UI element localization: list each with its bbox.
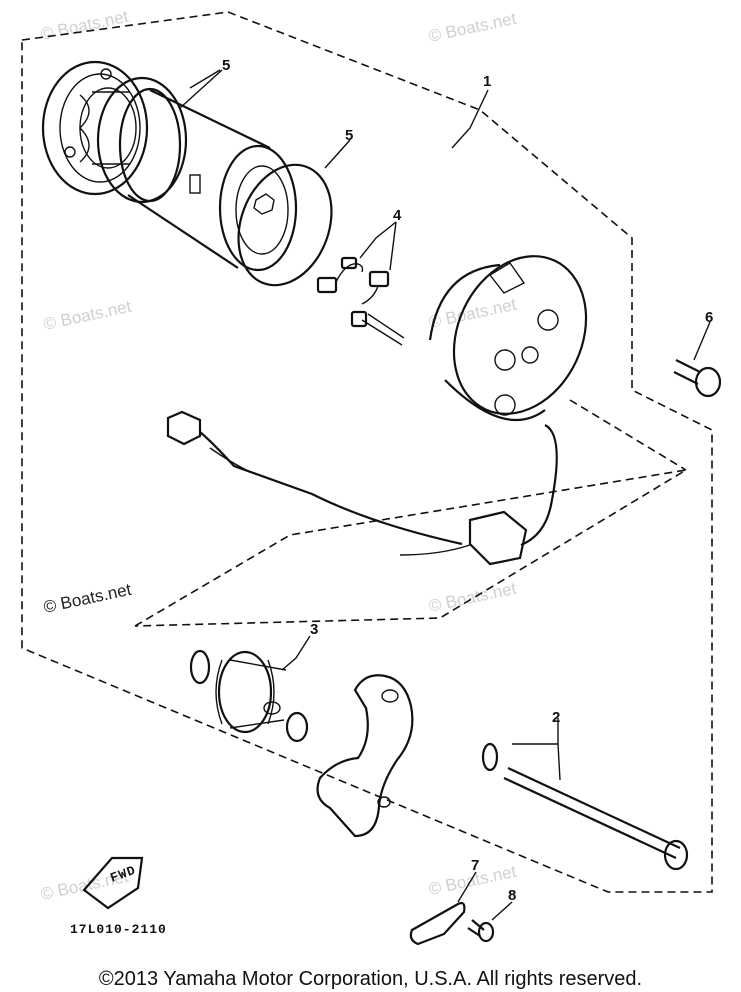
watermark-1: © Boats.net	[39, 7, 130, 44]
callout-3: 3	[310, 621, 318, 638]
callout-6: 6	[705, 309, 713, 326]
idle-gear	[189, 649, 309, 743]
callout-5b: 5	[345, 127, 353, 144]
rear-cover	[428, 255, 588, 422]
o-ring-5a	[96, 76, 188, 204]
screw-8	[467, 919, 495, 943]
o-ring-5b	[237, 163, 333, 287]
gear-bracket	[316, 674, 414, 838]
callout-1: 1	[483, 73, 491, 90]
watermark-5: © Boats.net	[42, 580, 133, 617]
plate-7	[409, 901, 466, 946]
watermark-4: © Boats.net	[427, 295, 518, 332]
diagram-code: 17L010-2110	[70, 922, 167, 937]
motor-yoke	[118, 87, 298, 272]
watermarks: © Boats.net © Boats.net © Boats.net © Bo…	[39, 7, 518, 904]
callout-5a: 5	[222, 57, 230, 74]
watermark-6: © Boats.net	[427, 579, 518, 616]
assembly-outline	[21, 11, 713, 893]
watermark-3: © Boats.net	[42, 297, 133, 334]
brush-set	[316, 256, 405, 346]
leader-lines	[179, 69, 711, 921]
watermark-2: © Boats.net	[427, 9, 518, 46]
callouts: 1 2 3 4 5 5 6 7 8	[222, 57, 713, 904]
motor-end-cap	[41, 60, 149, 196]
bolt-6	[673, 359, 722, 398]
callout-8: 8	[508, 887, 516, 904]
callout-4: 4	[393, 207, 402, 224]
copyright-notice: ©2013 Yamaha Motor Corporation, U.S.A. A…	[98, 968, 643, 990]
bolt-2	[481, 742, 689, 871]
callout-7: 7	[471, 857, 479, 874]
callout-2: 2	[552, 709, 560, 726]
wire-lead	[166, 410, 558, 566]
